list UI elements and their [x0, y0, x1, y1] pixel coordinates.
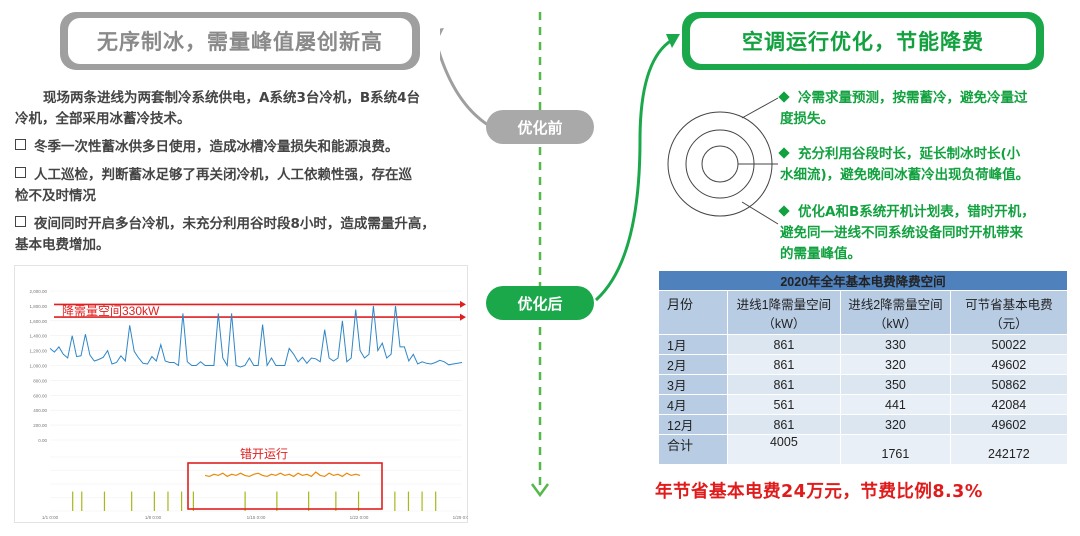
x-tick-label: 1/22 0:00 [350, 515, 369, 520]
y-tick-label: 1,400.00 [29, 334, 47, 339]
savings-table: 2020年全年基本电费降费空间 月份 进线1降需量空间（kW） 进线2降需量空间… [658, 270, 1069, 465]
before-connector [440, 49, 489, 127]
center-flow-arrows [440, 12, 680, 498]
before-description: 现场两条进线为两套制冷系统供电，A系统3台冷机，B系统4台 冷机，全部采用冰蓄冷… [15, 88, 475, 256]
square-bullet-icon [15, 216, 26, 227]
table-header: 进线2降需量空间（kW） [840, 290, 951, 335]
y-tick-label: 0.00 [38, 438, 47, 443]
after-arrowhead-icon [666, 34, 680, 48]
y-tick-label: 600.00 [33, 393, 47, 398]
table-header: 进线1降需量空间（kW） [726, 290, 842, 335]
intro-line-1: 现场两条进线为两套制冷系统供电，A系统3台冷机，B系统4台 [43, 90, 421, 106]
table-row: 1月 861 330 50022 [658, 334, 1069, 355]
before-bullet-3: 夜间同时开启多台冷机，未充分利用谷时段8小时，造成需量升高， 基本电费增加。 [15, 216, 435, 253]
demand-chart: 2,000.00 1,800.00 1,600.00 1,400.00 1,200.00… [14, 265, 472, 523]
y-tick-label: 1,600.00 [29, 319, 47, 324]
staggered-series-line [204, 471, 361, 478]
table-caption: 2020年全年基本电费降费空间 [658, 270, 1068, 291]
after-bullet-3: 优化A和B系统开机计划表，错时开机， 避免同一进线不同系统设备同时开机带来 的需… [778, 204, 1035, 262]
x-tick-label: 1/15 0:00 [247, 515, 266, 520]
y-tick-label: 2,000.00 [29, 289, 47, 294]
chart-annotation-staggered: 错开运行 [240, 447, 289, 461]
table-row: 合计 4005 1761 242172 [658, 434, 1069, 465]
x-tick-label: 1/1 0:00 [42, 515, 59, 520]
diamond-bullet-icon [778, 147, 790, 159]
before-arrowhead-icon [440, 28, 444, 36]
before-title-box: 无序制冰，需量峰值屡创新高 [60, 12, 420, 70]
table-row: 2月 861 320 49602 [658, 354, 1069, 375]
before-bullet-2: 人工巡检，判断蓄冰足够了再关闭冷机，人工依赖性强，存在巡 检不及时情况 [15, 167, 412, 204]
diamond-bullet-icon [778, 205, 790, 217]
y-tick-label: 400.00 [33, 408, 47, 413]
x-tick-label: 1/8 0:00 [145, 515, 162, 520]
reference-arrow-icon [460, 300, 466, 308]
timeline-arrowhead-icon [530, 483, 550, 498]
connector-top [741, 97, 779, 119]
savings-summary: 年节省基本电费24万元，节费比例8.3% [655, 482, 983, 502]
y-tick-label: 800.00 [33, 378, 47, 383]
reference-arrow-icon [460, 313, 466, 321]
before-title: 无序制冰，需量峰值屡创新高 [68, 18, 412, 64]
staggered-highlight-box [187, 462, 383, 510]
y-tick-label: 1,200.00 [29, 349, 47, 354]
before-bullet-1: 冬季一次性蓄冰供多日使用，造成冰槽冷量损失和能源浪费。 [15, 137, 475, 158]
square-bullet-icon [15, 139, 26, 150]
after-bullet-2: 充分利用谷段时长，延长制冰时长(小 水细流)，避免晚间冰蓄冷出现负荷峰值。 [778, 146, 1030, 183]
concentric-circles-diagram [667, 97, 779, 225]
table-header: 月份 [658, 290, 728, 335]
before-label: 优化前 [486, 110, 594, 144]
chart-frame [14, 265, 468, 523]
intro-line-2: 冷机，全部采用冰蓄冷技术。 [15, 111, 191, 127]
table-row: 12月 861 320 49602 [658, 414, 1069, 435]
after-label: 优化后 [486, 286, 594, 320]
diamond-bullet-icon [778, 91, 790, 103]
table-row: 4月 561 441 42084 [658, 394, 1069, 415]
after-title: 空调运行优化，节能降费 [690, 18, 1036, 64]
demand-chart-svg: 2,000.00 1,800.00 1,600.00 1,400.00 1,200.00… [14, 265, 472, 523]
x-tick-label: 1/29 0:00 [453, 515, 468, 520]
square-bullet-icon [15, 167, 26, 178]
y-tick-label: 1,800.00 [29, 304, 47, 309]
y-tick-label: 1,000.00 [29, 364, 47, 369]
table-row: 3月 861 350 50862 [658, 374, 1069, 395]
after-bullet-1: 冷需求量预测，按需蓄冷，避免冷量过 度损失。 [778, 90, 1028, 127]
table-header: 可节省基本电费（元） [949, 290, 1069, 335]
chart-annotation-demand-space: 降需量空间330kW [62, 304, 160, 318]
y-tick-label: 200.00 [33, 423, 47, 428]
connector-bottom [741, 201, 779, 225]
after-connector [594, 38, 673, 302]
after-title-box: 空调运行优化，节能降费 [682, 12, 1044, 70]
inner-circle [701, 145, 739, 183]
demand-series-line [49, 305, 463, 368]
